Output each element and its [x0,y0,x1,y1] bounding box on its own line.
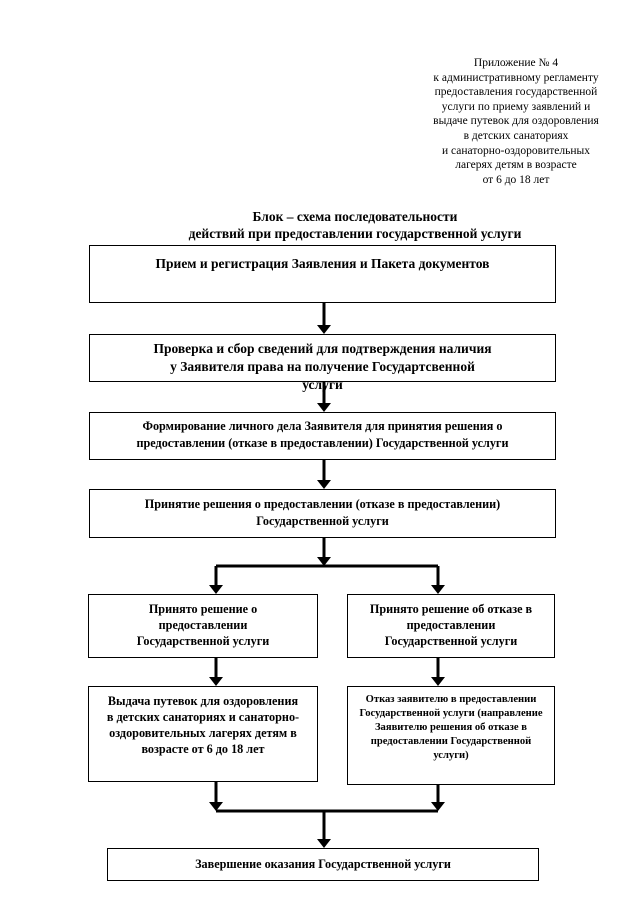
step-decision: Принятие решения о предоставлении (отказ… [89,489,556,538]
appendix-line: выдаче путевок для оздоровления [433,115,599,128]
step-refused: Принято решение об отказе в предоставлен… [347,594,555,658]
scheme-title: Блок – схема последовательности действий… [150,208,560,242]
appendix-line: услуги по приему заявлений и [441,100,591,113]
arrowhead-3 [317,480,331,489]
appendix-line: предоставления государственной [434,86,598,99]
arrowhead-10 [431,802,445,811]
step-refused-text: Принято решение об отказе в предоставлен… [369,602,533,648]
arrowhead-5 [209,585,223,594]
scheme-title-line-1: Блок – схема последовательности [252,209,458,224]
arrowhead-9 [209,802,223,811]
scheme-title-line-2: действий при предоставлении государствен… [188,226,522,241]
step-refusal-notice: Отказ заявителю в предоставлении Государ… [347,686,555,785]
step-verification: Проверка и сбор сведений для подтвержден… [89,334,556,392]
step-refusal-notice-text: Отказ заявителю в предоставлении Государ… [359,694,543,761]
step-issue-vouchers-text: Выдача путевок для оздоровления в детски… [106,694,300,756]
arrowhead-6 [431,585,445,594]
arrowhead-11 [317,839,331,848]
step-approved: Принято решение о предоставлении Государ… [88,594,318,658]
arrowhead-4 [317,557,331,566]
step-approved-text: Принято решение о предоставлении Государ… [136,602,270,648]
step-decision-text: Принятие решения о предоставлении (отказ… [144,497,501,528]
arrowhead-1 [317,325,331,334]
appendix-line: лагерях детям в возрасте [455,159,577,172]
step-completion-text: Завершение оказания Государственной услу… [195,857,451,871]
step-verification-text: Проверка и сбор сведений для подтвержден… [153,341,492,392]
step-personal-file: Формирование личного дела Заявителя для … [89,412,556,460]
appendix-line: Приложение № 4 [473,57,559,69]
step-issue-vouchers: Выдача путевок для оздоровления в детски… [88,686,318,782]
step-personal-file-text: Формирование личного дела Заявителя для … [136,419,509,450]
step-completion: Завершение оказания Государственной услу… [107,848,539,881]
appendix-line: от 6 до 18 лет [482,173,550,186]
appendix-line: в детских санаториях [463,129,569,142]
arrowhead-8 [431,677,445,686]
arrowhead-2 [317,403,331,412]
appendix-header: Приложение № 4 к административному регла… [408,56,624,187]
step-reception-text: Прием и регистрация Заявления и Пакета д… [155,256,490,271]
appendix-line: к административному регламенту [433,71,599,84]
appendix-line: и санаторно-оздоровительных [442,144,590,157]
step-reception: Прием и регистрация Заявления и Пакета д… [89,245,556,303]
arrowhead-7 [209,677,223,686]
